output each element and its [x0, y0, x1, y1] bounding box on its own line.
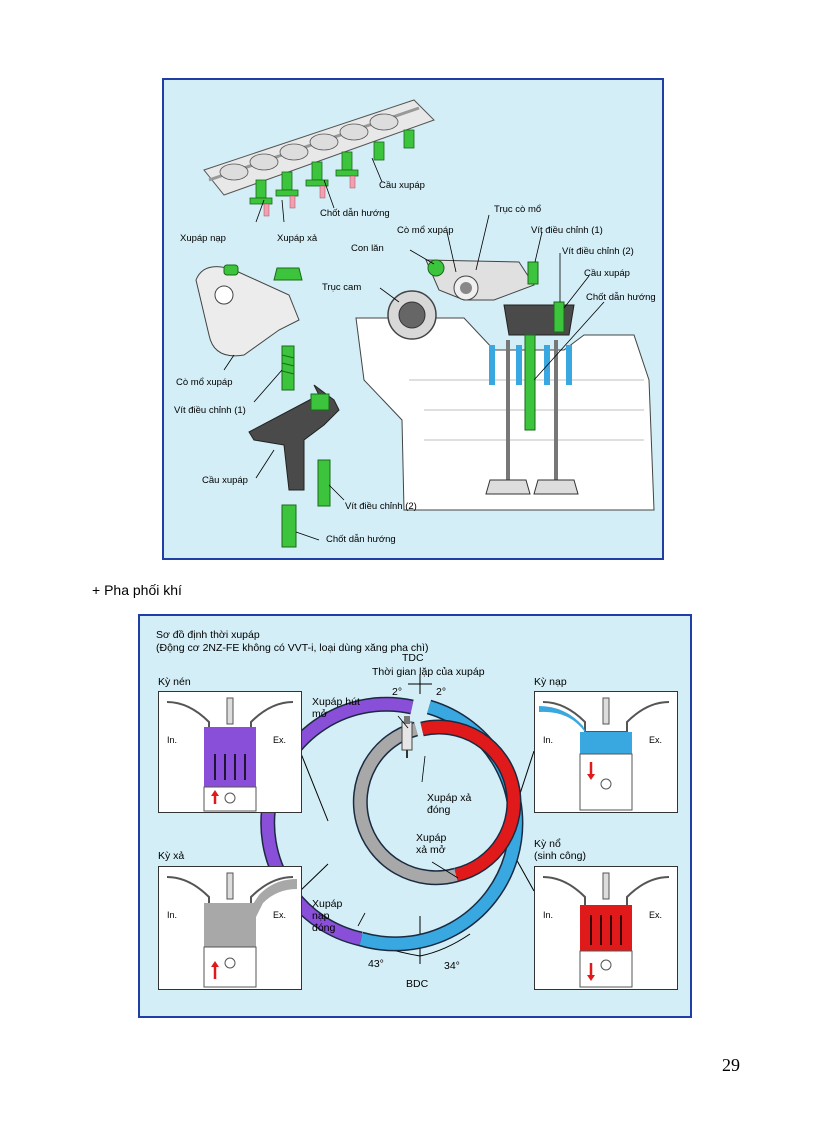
page-number: 29 [722, 1055, 740, 1075]
label-xupap-xa: Xupáp xả [277, 233, 318, 244]
rocker-shaft-assembly [203, 99, 435, 217]
exhaust-close-label: Xupáp xả đóng [427, 792, 472, 816]
intake-ex-label: Ex. [649, 735, 663, 745]
label-cau-xupap-top: Cầu xupáp [379, 180, 425, 191]
degree-bottom-right: 34° [444, 960, 460, 972]
intake-close-label: Xupáp nạp đóng [312, 898, 343, 934]
exhaust-open-label: Xupáp xả mở [416, 832, 447, 856]
degree-top-left: 2° [392, 686, 403, 698]
power-panel: In. Ex. [534, 866, 678, 990]
exhaust-ex-label: Ex. [273, 910, 287, 920]
exhaust-panel: In. Ex. [158, 866, 302, 990]
label-vit-dieu-chinh-1-right: Vít điều chỉnh (1) [531, 225, 603, 236]
bdc-label: BDC [406, 978, 429, 990]
adjust-screw-2 [317, 459, 331, 507]
label-chot-dan-huong-top: Chốt dẫn hướng [320, 208, 390, 219]
power-cylinder [542, 872, 670, 988]
label-cau-xupap-right: Cầu xupáp [584, 268, 630, 279]
exhaust-in-label: In. [167, 910, 178, 920]
compression-ex-label: Ex. [273, 735, 287, 745]
section-caption: + Pha phối khí [92, 582, 182, 598]
label-vit-dieu-chinh-2-left: Vít điều chỉnh (2) [345, 501, 417, 512]
rocker-arm-part [195, 264, 303, 357]
overlap-label: Thời gian lặp của xupáp [372, 666, 485, 678]
power-ex-label: Ex. [649, 910, 663, 920]
stroke-intake-label: Kỳ nạp [534, 676, 567, 688]
power-in-label: In. [543, 910, 554, 920]
label-co-mo-xupap-right: Cò mổ xupáp [397, 225, 454, 236]
tdc-label: TDC [402, 652, 424, 664]
exhaust-cylinder [166, 872, 297, 988]
label-truc-cam: Trục cam [322, 282, 362, 293]
stroke-compression-label: Kỳ nén [158, 676, 191, 688]
label-vit-dieu-chinh-1-left: Vít điều chỉnh (1) [174, 405, 246, 416]
valve-timing-figure: Sơ đồ định thời xupáp (Động cơ 2NZ-FE kh… [138, 614, 692, 1018]
compression-in-label: In. [167, 735, 178, 745]
label-vit-dieu-chinh-2-right: Vít điều chỉnh (2) [562, 246, 634, 257]
compression-panel: In. Ex. [158, 691, 302, 813]
label-cau-xupap-left: Cầu xupáp [202, 475, 248, 486]
intake-panel: In. Ex. [534, 691, 678, 813]
exhaust-ring [354, 723, 458, 884]
timing-subtitle: (Động cơ 2NZ-FE không có VVT-i, loại dùn… [156, 642, 429, 654]
label-chot-dan-huong-left: Chốt dẫn hướng [326, 534, 396, 545]
rocker-arm-figure: Cầu xupáp Chốt dẫn hướng Xupáp nạp Xupáp… [162, 78, 664, 560]
label-chot-dan-huong-right: Chốt dẫn hướng [586, 292, 656, 303]
rocker-arm-illustration [195, 99, 655, 548]
stroke-power-label: Kỳ nổ (sinh công) [534, 838, 586, 862]
degree-top-right: 2° [436, 686, 447, 698]
label-co-mo-xupap-left: Cò mổ xupáp [176, 377, 233, 388]
intake-open-label: Xupáp hút mở [312, 696, 360, 720]
stroke-exhaust-label: Kỳ xả [158, 850, 185, 862]
degree-bottom-left: 43° [368, 958, 384, 970]
intake-in-label: In. [543, 735, 554, 745]
engine-section [355, 259, 655, 511]
adjust-screw-1 [281, 345, 295, 391]
guide-pin [281, 504, 297, 548]
timing-title: Sơ đồ định thời xupáp [156, 629, 260, 641]
leader-lines [223, 157, 605, 541]
label-truc-co-mo: Trục cò mổ [494, 204, 542, 215]
power-ring [420, 721, 520, 881]
label-xupap-nap: Xupáp nạp [180, 233, 226, 244]
compression-cylinder [166, 697, 294, 812]
intake-cylinder [539, 697, 670, 811]
spark-plug-icon [401, 716, 413, 758]
valve-bridge-part [248, 384, 340, 491]
label-con-lan: Con lăn [351, 243, 384, 254]
